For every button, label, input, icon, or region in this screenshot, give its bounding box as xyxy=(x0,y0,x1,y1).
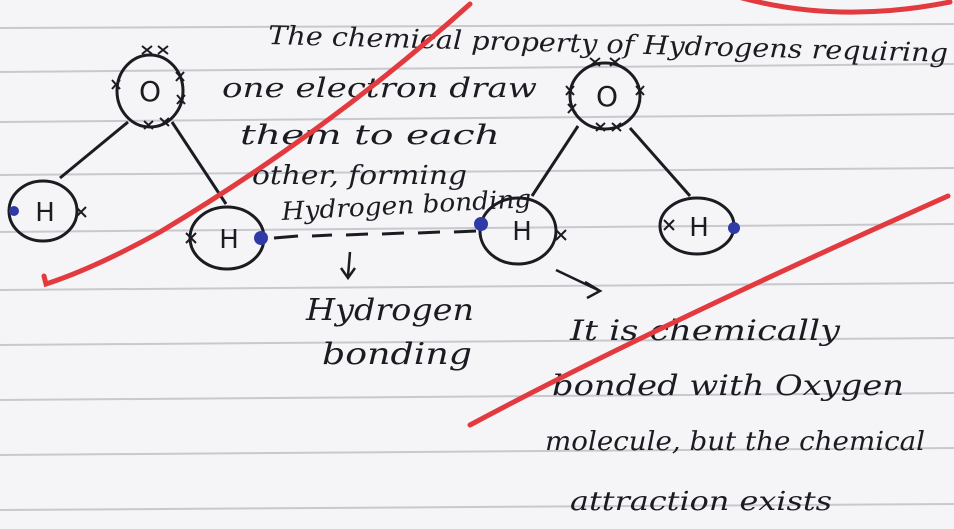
electron-dot xyxy=(728,222,740,234)
note-line-3: them to each xyxy=(240,120,500,151)
electron-dots-right xyxy=(474,217,740,234)
right-note-line-4: attraction exists xyxy=(570,487,832,517)
arrow-label-line-1: Hydrogen xyxy=(305,293,474,328)
arrow-right-icon xyxy=(555,268,603,300)
electron-dot xyxy=(254,231,268,245)
red-strike-right xyxy=(467,193,951,428)
red-arc-top xyxy=(740,0,953,15)
right-note-line-2: bonded with Oxygen xyxy=(552,369,904,402)
arrow-down-icon xyxy=(339,251,357,281)
oxygen-symbol-right: O xyxy=(596,80,618,113)
electron-dots-left xyxy=(9,206,268,245)
electron-crosses-right xyxy=(555,57,675,241)
hydrogen-symbol-left-1: H xyxy=(35,198,55,228)
hydrogen-symbol-left-2: H xyxy=(219,225,239,255)
hydrogen-symbol-right-1: H xyxy=(512,217,532,247)
oxygen-symbol-left: O xyxy=(139,75,161,108)
note-line-4: other, forming xyxy=(252,161,467,191)
red-strike-left xyxy=(41,1,473,288)
electron-dot xyxy=(9,206,19,216)
hydrogen-bond-dashes xyxy=(273,229,477,240)
right-note-line-1: It is chemically xyxy=(569,314,842,347)
red-pen-marks xyxy=(41,0,953,428)
electron-crosses-left xyxy=(75,45,197,244)
right-note-line-3: molecule, but the chemical xyxy=(545,427,925,457)
oxygen-atom-right xyxy=(568,61,642,131)
hydrogen-symbol-right-2: H xyxy=(689,213,709,243)
electron-dot xyxy=(474,217,488,231)
arrow-label-line-2: bonding xyxy=(322,337,472,372)
